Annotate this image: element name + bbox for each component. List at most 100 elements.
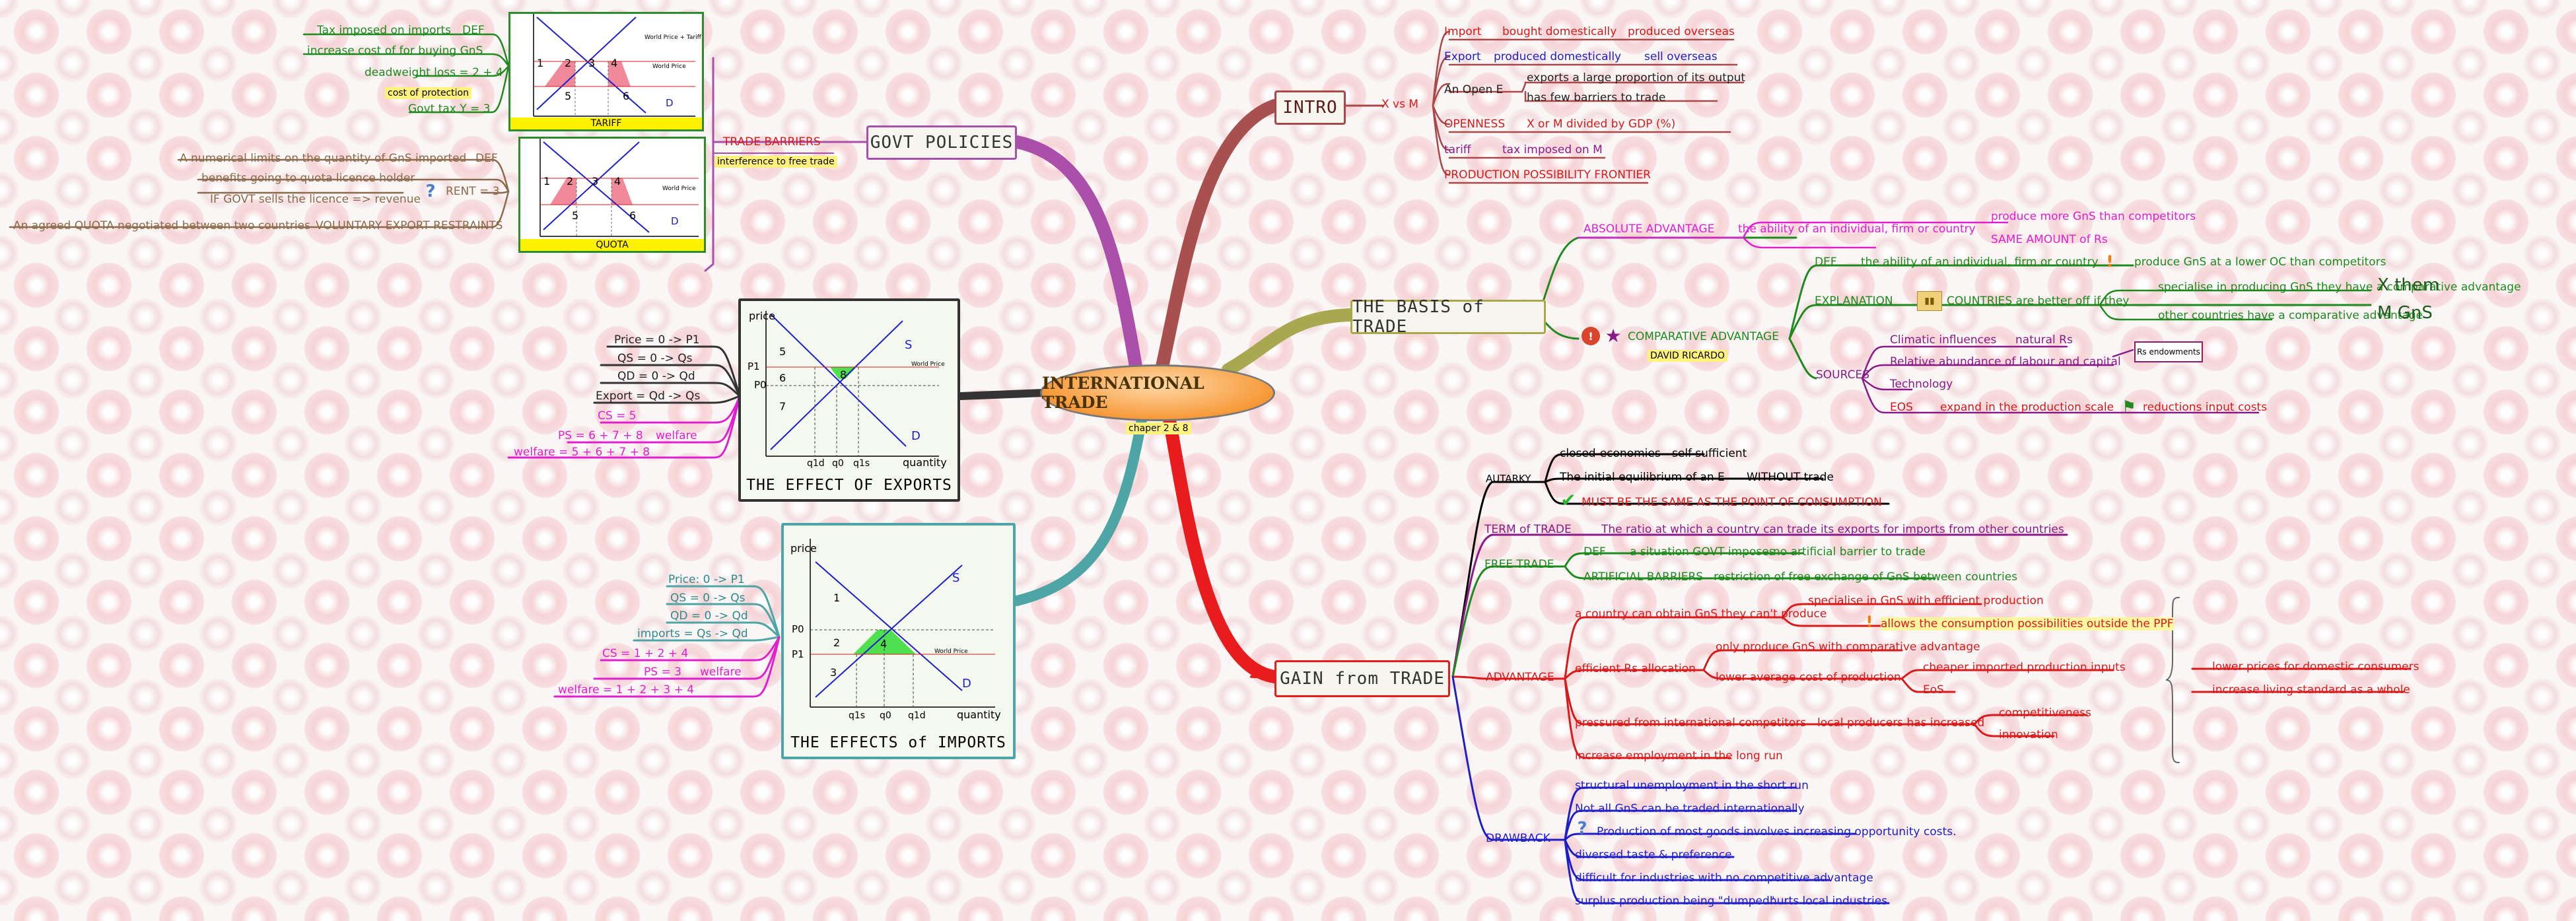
govt-barriers: TRADE BARRIERS <box>723 135 821 149</box>
exports-s-label: S <box>905 338 912 352</box>
intro-import-a: Import <box>1444 25 1482 38</box>
intro-label: INTRO <box>1282 98 1338 118</box>
imports-area-3: 3 <box>830 666 837 679</box>
adv-b3c2: innovation <box>1999 728 2058 741</box>
imports-s-label: S <box>952 571 959 585</box>
imports-d-label: D <box>962 677 971 691</box>
draw-i3: Production of most goods involves increa… <box>1597 825 1957 838</box>
quota-defk: DEF <box>475 152 498 165</box>
autarky-b3: MUST BE THE SAME AS THE POINT OF CONSUMP… <box>1582 496 1882 509</box>
intro-node[interactable]: INTRO <box>1274 90 1346 125</box>
src-2: Relative abundance of labour and capital <box>1890 355 2121 368</box>
check-icon: ✔ <box>1560 489 1576 511</box>
quota-area-6: 6 <box>629 209 636 222</box>
imports-l1: Price: 0 -> P1 <box>668 573 745 586</box>
tariff-graph: World Price + Tariff World Price D 1 2 3… <box>533 14 702 117</box>
basis-label: THE BASIS of TRADE <box>1352 297 1484 337</box>
quota-caption: QUOTA <box>520 239 704 251</box>
govt-label: GOVT POLICIES <box>870 133 1014 153</box>
imports-q0-label: q0 <box>880 710 891 721</box>
exports-l2: QS = 0 -> Qs <box>617 352 693 365</box>
src-1a: Climatic influences <box>1890 333 1997 347</box>
imports-title: THE EFFECTS of IMPORTS <box>790 734 1006 751</box>
exports-q0-label: q0 <box>832 458 844 469</box>
imports-area-1: 1 <box>833 592 840 604</box>
imports-graph: price quantity S D P0 P1 World Price 1 2… <box>790 539 1001 721</box>
tariff-wp-label: World Price <box>652 63 686 70</box>
quota-def: A numerical limits on the quantity of Gn… <box>180 152 467 165</box>
quota-l3: IF GOVT sells the licence => revenue <box>210 193 421 206</box>
intro-export-b: produced domestically <box>1494 50 1622 63</box>
draw-i6a: surplus production being "dumped" <box>1575 895 1775 908</box>
autarky-b2a: The initial equilibrium of an E <box>1560 471 1725 484</box>
adv-b4: increase employment in the long run <box>1575 749 1783 763</box>
exports-l4: Export = Qd -> Qs <box>596 390 701 403</box>
comp-def-a: DEF <box>1815 256 1837 269</box>
exports-area-6: 6 <box>779 372 786 384</box>
intro-openness-a: OPENNESS <box>1444 118 1506 131</box>
abs-c1: produce more GnS than competitors <box>1991 210 2196 223</box>
question-icon: ? <box>1577 819 1587 838</box>
quota-area-2: 2 <box>567 175 573 188</box>
imports-node[interactable]: price quantity S D P0 P1 World Price 1 2… <box>781 523 1016 759</box>
tariff-wpt-label: World Price + Tariff <box>644 34 702 41</box>
src-1b: natural Rs <box>2015 333 2073 347</box>
exports-area-7: 7 <box>779 400 786 413</box>
imports-l5: CS = 1 + 2 + 4 <box>602 647 689 660</box>
flag-icon: ⚑ <box>2122 397 2136 416</box>
imports-welfare: welfare <box>700 665 742 679</box>
gain-label: GAIN from TRADE <box>1280 669 1445 689</box>
adv-b2d1: cheaper imported production inputs <box>1923 661 2126 674</box>
exports-area-8: 8 <box>840 368 847 381</box>
tariff-panel: World Price + Tariff World Price D 1 2 3… <box>508 12 704 131</box>
exports-l3: QD = 0 -> Qd <box>617 370 695 383</box>
comp-expl-b: COUNTRIES are better off if they <box>1947 294 2130 308</box>
tariff-area-4: 4 <box>611 57 617 69</box>
comp-def-c: produce GnS at a lower OC than competito… <box>2134 256 2386 269</box>
exports-price-label: price <box>749 310 775 322</box>
exports-l6: PS = 6 + 7 + 8 <box>558 429 643 442</box>
intro-tariff-a: tariff <box>1444 143 1471 156</box>
central-topic[interactable]: INTERNATIONAL TRADE <box>1040 364 1275 421</box>
src-3: Technology <box>1890 378 1953 391</box>
tariff-area-5: 5 <box>565 90 571 102</box>
gain-node[interactable]: GAIN from TRADE <box>1274 660 1450 697</box>
draw-i4: diversed taste & preference <box>1575 848 1732 862</box>
tariff-caption: TARIFF <box>510 118 702 129</box>
exports-graph: price quantity S D P1 P0 World Price 5 6… <box>748 310 947 469</box>
tot-a: TERM of TRADE <box>1484 523 1572 536</box>
exports-title: THE EFFECT OF EXPORTS <box>746 477 952 494</box>
basis-node[interactable]: THE BASIS of TRADE <box>1350 297 1546 337</box>
quota-l5b: VOLUNTARY EXPORT RESTRAINTS <box>316 219 503 232</box>
exports-area-5: 5 <box>779 345 786 358</box>
adv-b3: pressured from international competitors <box>1575 716 1807 730</box>
rs-endowments-box: Rs endowments <box>2134 341 2203 362</box>
exports-l1: Price = 0 -> P1 <box>614 333 700 347</box>
imports-q1d-label: q1d <box>908 710 926 721</box>
exports-l7: welfare = 5 + 6 + 7 + 8 <box>514 446 650 459</box>
tariff-area-3: 3 <box>588 57 595 69</box>
imports-p1-label: P1 <box>792 648 804 660</box>
imports-l6: PS = 3 <box>644 665 681 679</box>
abs-a: ABSOLUTE ADVANTAGE <box>1584 222 1715 236</box>
govt-node[interactable]: GOVT POLICIES <box>866 125 1017 160</box>
adv-b1c1: specialise in GnS with efficient product… <box>1808 594 2044 607</box>
central-topic-title: INTERNATIONAL TRADE <box>1042 374 1204 412</box>
draw-a: DRAWBACK <box>1486 832 1550 845</box>
warning-icon: ! <box>1865 613 1873 631</box>
imports-wp-label: World Price <box>934 648 968 655</box>
imports-price-label: price <box>790 542 817 555</box>
imports-area-4: 4 <box>880 638 887 650</box>
quota-d-label: D <box>671 215 679 227</box>
tariff-area-1: 1 <box>537 57 543 69</box>
exports-q1s-label: q1s <box>853 458 870 469</box>
intro-export-c: sell overseas <box>1644 50 1718 63</box>
comp-def-b: the ability of an individual, firm or co… <box>1861 256 2099 269</box>
intro-import-c: produced overseas <box>1628 25 1735 38</box>
exclaim-icon: ! <box>2106 252 2114 271</box>
intro-opene-b2: has few barriers to trade <box>1527 91 1666 104</box>
exports-node[interactable]: price quantity S D P1 P0 World Price 5 6… <box>738 298 960 502</box>
tariff-area-6: 6 <box>623 90 629 102</box>
imports-p0-label: P0 <box>792 623 804 635</box>
info-icon: ! <box>1582 327 1600 345</box>
